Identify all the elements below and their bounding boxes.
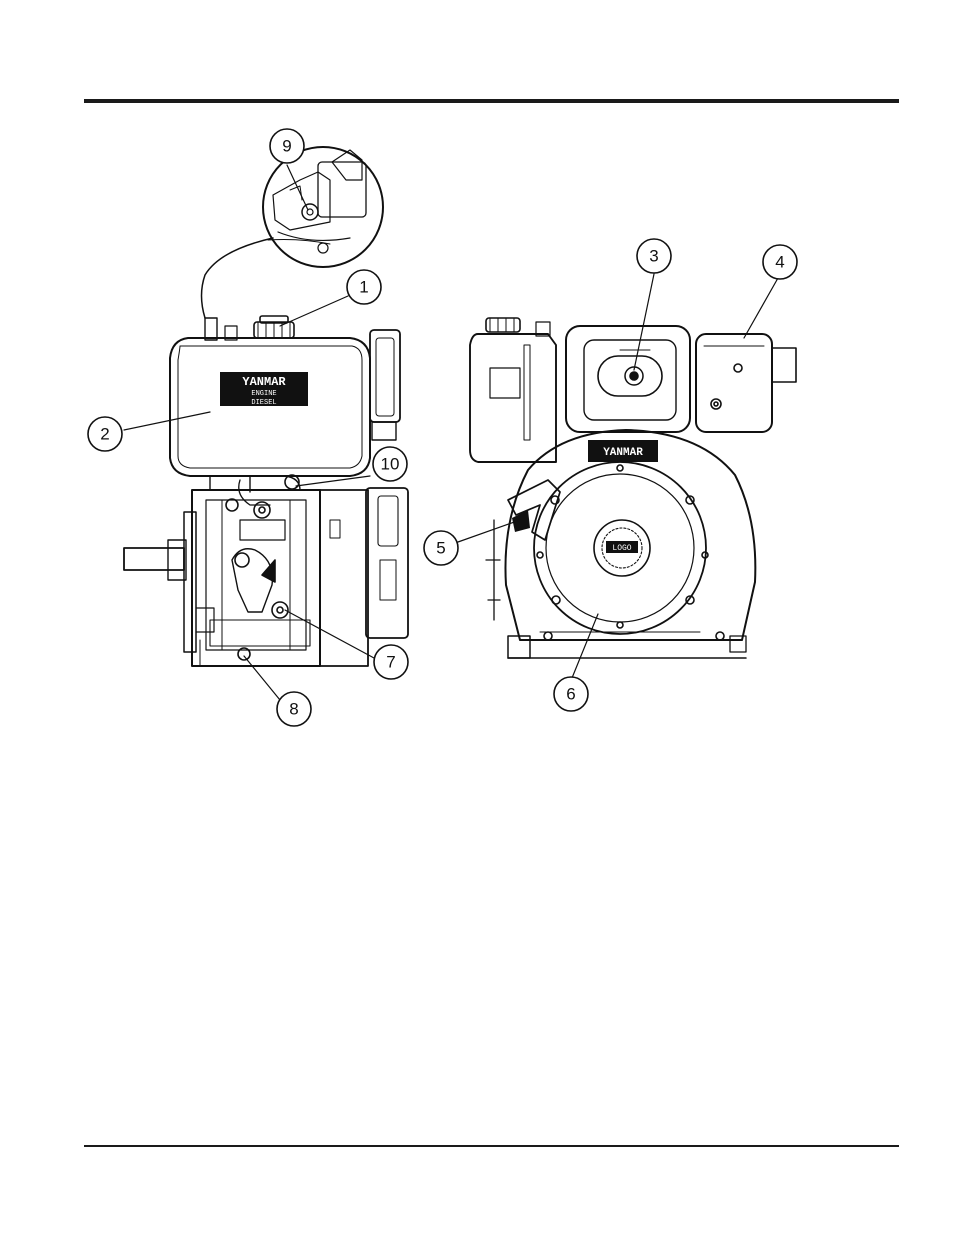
callout-4: 4 (763, 245, 797, 279)
callout-7-label: 7 (386, 653, 395, 672)
callout-9: 9 (270, 129, 304, 163)
air-cleaner-side (370, 330, 400, 440)
starting-handle (508, 480, 560, 540)
callout-3-label: 3 (649, 247, 658, 266)
engine-front-view: YANMAR LOGO (470, 318, 796, 658)
front-brand-text: YANMAR (603, 447, 643, 459)
callout-10-label: 10 (381, 455, 400, 474)
callout-1: 1 (347, 270, 381, 304)
callout-10: 10 (373, 447, 407, 481)
front-fuel-cap (486, 318, 520, 332)
callout-7: 7 (374, 645, 408, 679)
front-fuel-tank (470, 322, 556, 462)
callout-2: 2 (88, 417, 122, 451)
callout-2-label: 2 (100, 425, 109, 444)
callout-8: 8 (277, 692, 311, 726)
muffler (696, 334, 796, 432)
callout-4-label: 4 (775, 253, 784, 272)
fuel-tank: YANMAR ENGINE DIESEL (170, 338, 370, 476)
engine-side-view: YANMAR ENGINE DIESEL (124, 147, 408, 666)
tank-badge-line2: DIESEL (251, 399, 276, 407)
callout-5: 5 (424, 531, 458, 565)
hub-badge-text: LOGO (612, 544, 631, 553)
tank-badge-line1: ENGINE (251, 390, 276, 398)
tank-brand-text: YANMAR (242, 375, 286, 389)
detail-inset (263, 147, 383, 267)
fuel-cap (254, 316, 294, 338)
callout-6-label: 6 (566, 685, 575, 704)
callout-9-label: 9 (282, 137, 291, 156)
crankshaft (124, 540, 186, 580)
air-cleaner-front (566, 326, 690, 432)
callout-3: 3 (637, 239, 671, 273)
callout-5-label: 5 (436, 539, 445, 558)
engine-block (184, 475, 408, 666)
callout-8-label: 8 (289, 700, 298, 719)
front-brand-plate: YANMAR (588, 440, 658, 462)
callout-6: 6 (554, 677, 588, 711)
footer-rule (84, 1145, 899, 1147)
inset-leader (202, 238, 274, 318)
callout-1-label: 1 (359, 278, 368, 297)
